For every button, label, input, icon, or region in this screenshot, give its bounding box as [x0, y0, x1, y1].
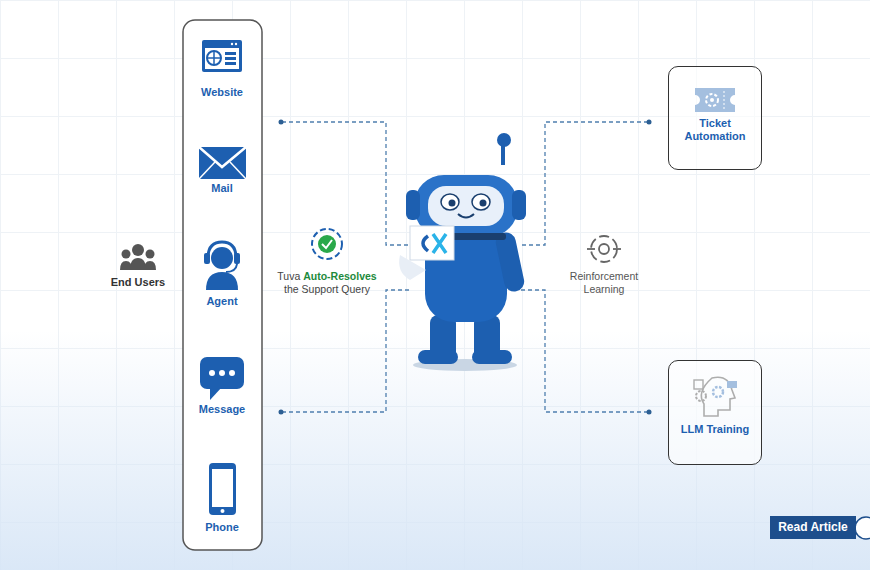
channel-label: Mail [211, 182, 232, 194]
end-users-label: End Users [111, 276, 165, 288]
node-text: LLM Training [673, 423, 757, 436]
process-label: Reinforcement Learning [561, 270, 647, 296]
label-line: the Support Query [277, 283, 376, 296]
channel-label: Website [201, 86, 243, 98]
label-word: Tuva [277, 270, 300, 282]
process-box: LLM Training [668, 360, 762, 465]
node-text: Ticket Automation [673, 117, 757, 143]
button: Read Article [770, 516, 856, 539]
label-word: Auto-Resolves [303, 270, 377, 282]
channel-label: Agent [206, 295, 237, 307]
channel-label: Message [199, 403, 245, 415]
channel-label: Phone [205, 521, 239, 533]
process-label: Tuva Auto-Resolvesthe Support Query [277, 270, 376, 296]
label-line: Tuva Auto-Resolves [277, 270, 376, 283]
node-text: Read Article [774, 516, 852, 539]
process-box: Ticket Automation [668, 66, 762, 170]
label-gap [300, 270, 303, 282]
